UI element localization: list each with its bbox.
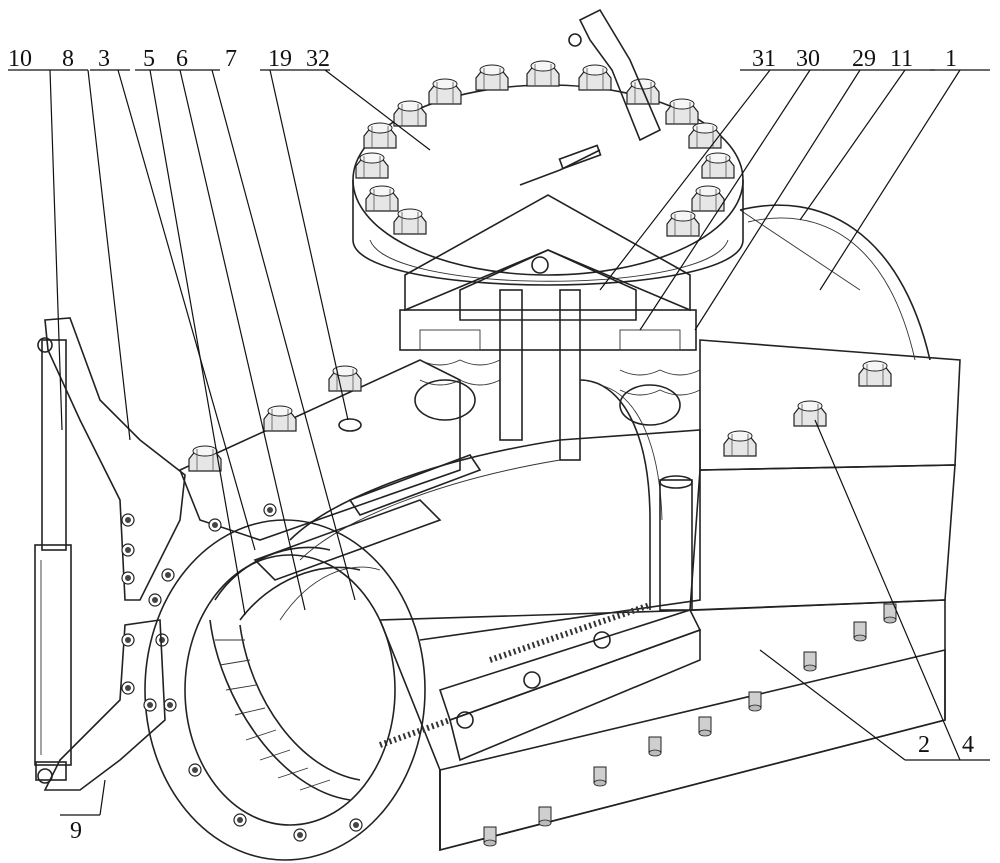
label-6: 6 [176, 46, 188, 72]
label-9: 9 [70, 818, 82, 844]
seat-section [253, 454, 482, 581]
label-31: 31 [752, 46, 776, 72]
label-8: 8 [62, 46, 74, 72]
label-32: 32 [306, 46, 330, 72]
leader-lines [8, 69, 990, 816]
lower-arm [37, 619, 166, 791]
cover-bolts [355, 60, 735, 237]
label-30: 30 [796, 46, 820, 72]
label-2: 2 [918, 732, 930, 758]
label-7: 7 [225, 46, 237, 72]
label-3: 3 [98, 46, 110, 72]
top-lifting-lug [568, 8, 662, 142]
label-29: 29 [852, 46, 876, 72]
upper-arm [37, 317, 186, 607]
label-11: 11 [890, 46, 913, 72]
body-bolts [188, 360, 892, 472]
label-10: 10 [8, 46, 32, 72]
part-labels: 10 8 3 5 6 7 19 32 31 30 29 11 1 9 2 4 [8, 46, 974, 844]
stem [499, 256, 581, 461]
actuator-cylinder [34, 339, 72, 781]
bore-channel [289, 379, 702, 762]
valve-body [178, 339, 961, 852]
stem-handle [519, 144, 602, 186]
label-1: 1 [945, 46, 957, 72]
end-flange [144, 503, 426, 861]
seat-assembly [399, 309, 701, 426]
dome-housing [739, 204, 931, 361]
label-5: 5 [143, 46, 155, 72]
label-19: 19 [268, 46, 292, 72]
label-4: 4 [962, 732, 974, 758]
